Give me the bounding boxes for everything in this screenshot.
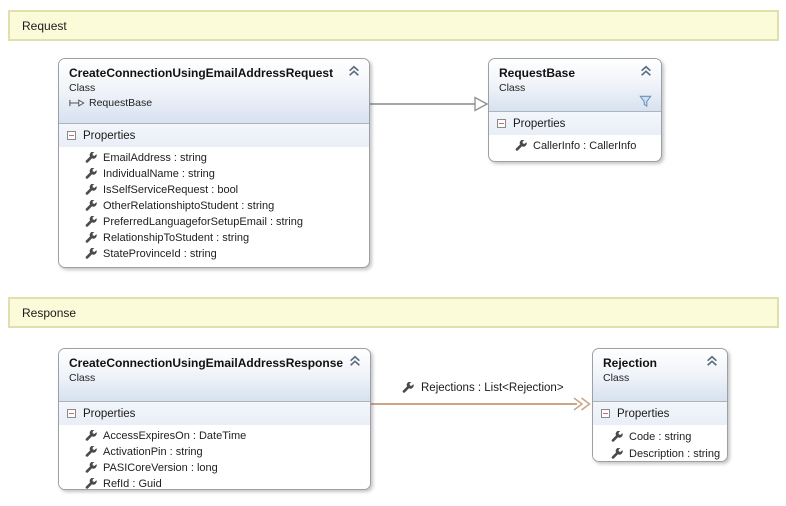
- wrench-icon: [85, 200, 97, 212]
- property-label: CallerInfo : CallerInfo: [533, 140, 637, 152]
- property-label: OtherRelationshiptoStudent : string: [103, 200, 275, 212]
- class-header-request[interactable]: CreateConnectionUsingEmailAddressRequest…: [59, 59, 369, 123]
- wrench-icon: [85, 232, 97, 244]
- wrench-icon: [85, 216, 97, 228]
- inheritance-connector[interactable]: [370, 103, 476, 105]
- property-row[interactable]: Description : string: [593, 445, 727, 461]
- collapse-chevron-icon[interactable]: [348, 355, 362, 367]
- properties-section-label: Properties: [83, 407, 136, 420]
- property-row[interactable]: OtherRelationshiptoStudent : string: [59, 198, 369, 214]
- class-box-request[interactable]: CreateConnectionUsingEmailAddressRequest…: [58, 58, 370, 268]
- property-row[interactable]: ActivationPin : string: [59, 444, 370, 460]
- collapse-minus-icon[interactable]: [67, 131, 76, 140]
- inherits-arrow-icon: [69, 98, 85, 108]
- properties-section-header[interactable]: Properties: [59, 401, 370, 425]
- comment-request-label: Request: [22, 18, 67, 33]
- wrench-icon: [85, 184, 97, 196]
- comment-request[interactable]: Request: [8, 10, 779, 41]
- property-label: ActivationPin : string: [103, 446, 203, 458]
- wrench-icon: [85, 430, 97, 442]
- properties-list: EmailAddress : string IndividualName : s…: [59, 147, 369, 262]
- property-row[interactable]: RefId : Guid: [59, 476, 370, 490]
- comment-response[interactable]: Response: [8, 297, 779, 328]
- properties-list: CallerInfo : CallerInfo: [489, 135, 661, 154]
- collapse-minus-icon[interactable]: [601, 409, 610, 418]
- collapse-chevron-icon[interactable]: [705, 355, 719, 367]
- class-header-request-base[interactable]: RequestBase Class: [489, 59, 661, 111]
- wrench-icon: [85, 462, 97, 474]
- collapse-chevron-icon[interactable]: [347, 65, 361, 77]
- wrench-icon: [85, 248, 97, 260]
- property-label: PreferredLanguageforSetupEmail : string: [103, 216, 303, 228]
- property-label: EmailAddress : string: [103, 152, 207, 164]
- properties-section-label: Properties: [513, 117, 566, 130]
- property-label: StateProvinceId : string: [103, 248, 217, 260]
- association-connector[interactable]: [371, 403, 577, 405]
- property-label: Description : string: [629, 447, 721, 460]
- inheritance-arrowhead-icon: [474, 96, 488, 112]
- wrench-icon: [85, 168, 97, 180]
- wrench-icon: [85, 152, 97, 164]
- property-label: IndividualName : string: [103, 168, 215, 180]
- property-label: RelationshipToStudent : string: [103, 232, 250, 244]
- comment-response-label: Response: [22, 305, 77, 320]
- class-header-response[interactable]: CreateConnectionUsingEmailAddressRespons…: [59, 349, 370, 401]
- class-box-request-base[interactable]: RequestBase Class Properties CallerInfo …: [488, 58, 662, 162]
- wrench-icon: [85, 446, 97, 458]
- class-title: CreateConnectionUsingEmailAddressRequest: [69, 66, 334, 80]
- properties-section-label: Properties: [83, 129, 136, 142]
- filter-funnel-icon[interactable]: [639, 95, 652, 108]
- class-stereotype: Class: [499, 82, 526, 94]
- property-label: RefId : Guid: [103, 478, 162, 490]
- properties-section-label: Properties: [617, 407, 670, 420]
- class-title: CreateConnectionUsingEmailAddressRespons…: [69, 356, 344, 370]
- property-label: IsSelfServiceRequest : bool: [103, 184, 239, 196]
- property-row[interactable]: PreferredLanguageforSetupEmail : string: [59, 214, 369, 230]
- property-row[interactable]: PASICoreVersion : long: [59, 460, 370, 476]
- property-row[interactable]: IndividualName : string: [59, 166, 369, 182]
- association-arrowhead-icon: [572, 397, 592, 411]
- property-label: PASICoreVersion : long: [103, 462, 218, 474]
- class-stereotype: Class: [69, 82, 96, 94]
- property-label: AccessExpiresOn : DateTime: [103, 430, 247, 442]
- wrench-icon: [402, 382, 414, 394]
- property-row[interactable]: IsSelfServiceRequest : bool: [59, 182, 369, 198]
- property-row[interactable]: Code : string: [593, 428, 727, 445]
- collapse-minus-icon[interactable]: [67, 409, 76, 418]
- inherits-row: RequestBase: [69, 97, 359, 109]
- class-stereotype: Class: [69, 372, 96, 384]
- property-row[interactable]: StateProvinceId : string: [59, 246, 369, 262]
- properties-section-header[interactable]: Properties: [59, 123, 369, 147]
- class-title: Rejection: [603, 356, 658, 370]
- properties-list: AccessExpiresOn : DateTime ActivationPin…: [59, 425, 370, 490]
- wrench-icon: [85, 478, 97, 489]
- property-row[interactable]: CallerInfo : CallerInfo: [489, 138, 661, 154]
- class-box-response[interactable]: CreateConnectionUsingEmailAddressRespons…: [58, 348, 371, 490]
- association-label[interactable]: Rejections : List<Rejection>: [402, 382, 564, 394]
- collapse-chevron-icon[interactable]: [639, 65, 653, 77]
- property-row[interactable]: EmailAddress : string: [59, 150, 369, 166]
- wrench-icon: [515, 140, 527, 152]
- properties-list: Code : string Description : string: [593, 425, 727, 461]
- properties-section-header[interactable]: Properties: [593, 401, 727, 425]
- property-label: Code : string: [629, 430, 692, 443]
- class-stereotype: Class: [603, 372, 630, 384]
- properties-section-header[interactable]: Properties: [489, 111, 661, 135]
- class-title: RequestBase: [499, 66, 576, 80]
- class-header-rejection[interactable]: Rejection Class: [593, 349, 727, 401]
- wrench-icon: [611, 447, 623, 460]
- collapse-minus-icon[interactable]: [497, 119, 506, 128]
- association-label-text: Rejections : List<Rejection>: [421, 382, 564, 394]
- property-row[interactable]: RelationshipToStudent : string: [59, 230, 369, 246]
- property-row[interactable]: AccessExpiresOn : DateTime: [59, 428, 370, 444]
- inherits-label: RequestBase: [89, 97, 153, 109]
- class-box-rejection[interactable]: Rejection Class Properties Code : string…: [592, 348, 728, 462]
- wrench-icon: [611, 430, 623, 443]
